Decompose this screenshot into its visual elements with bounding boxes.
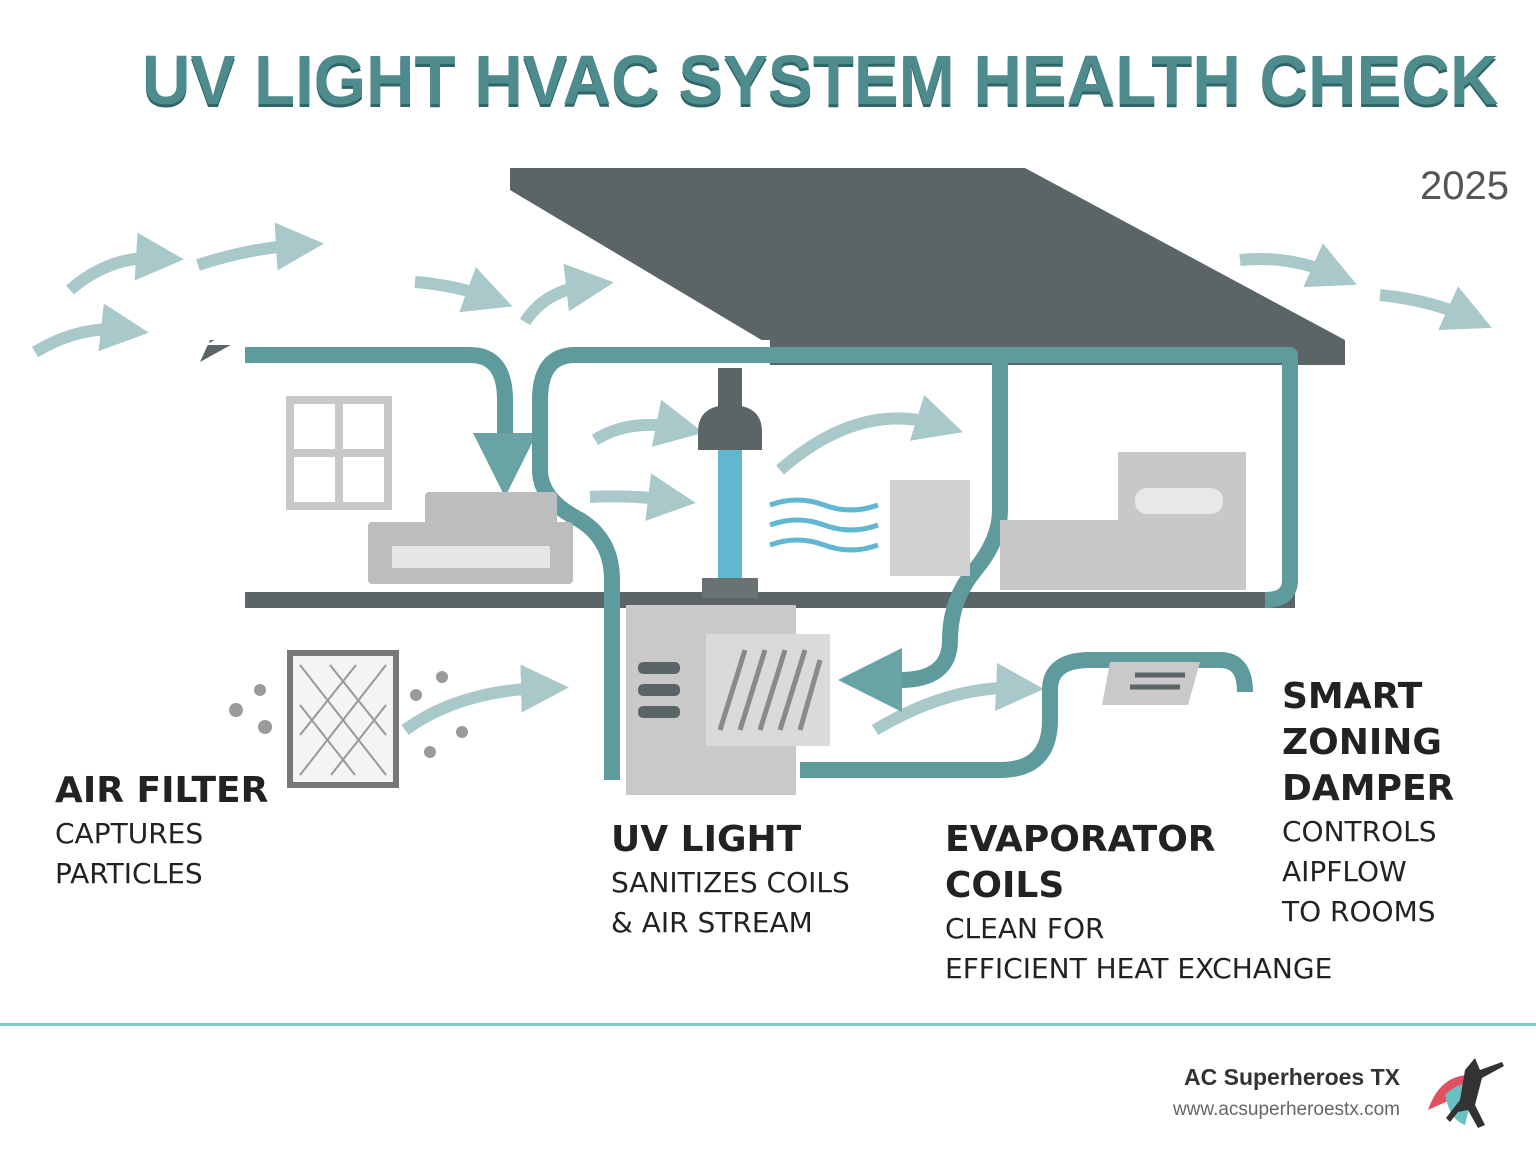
air-filter-text: PARTICLES bbox=[55, 857, 203, 890]
footer-brand: AC Superheroes TX www.acsuperheroestx.co… bbox=[1173, 1064, 1400, 1121]
damper-heading: SMART bbox=[1282, 676, 1423, 717]
air-filter-heading: AIR FILTER bbox=[55, 770, 269, 811]
damper-label: SMART ZONING DAMPER CONTROLS AIPFLOW TO … bbox=[1282, 674, 1454, 932]
damper-text: CONTROLS bbox=[1282, 815, 1437, 848]
damper-heading: DAMPER bbox=[1282, 768, 1455, 809]
damper-vent bbox=[1102, 662, 1200, 705]
air-filter-label: AIR FILTER CAPTURES PARTICLES bbox=[55, 768, 268, 894]
air-filter-icon bbox=[287, 650, 399, 788]
bed bbox=[1000, 452, 1246, 590]
window bbox=[286, 396, 392, 510]
air-filter-text: CAPTURES bbox=[55, 817, 204, 850]
evaporator-heading: EVAPORATOR bbox=[945, 819, 1216, 860]
evaporator-heading: COILS bbox=[945, 865, 1065, 906]
damper-text: AIPFLOW bbox=[1282, 855, 1407, 888]
page-title: UV LIGHT HVAC SYSTEM HEALTH CHECK bbox=[142, 41, 1499, 119]
superhero-logo-icon bbox=[1428, 1058, 1504, 1128]
furnace-unit bbox=[626, 605, 830, 795]
evaporator-text: EFFICIENT HEAT EXCHANGE bbox=[945, 952, 1333, 985]
footer-divider bbox=[0, 1023, 1536, 1026]
year-label: 2025 bbox=[1420, 164, 1509, 208]
airflow-arrows bbox=[31, 222, 1492, 736]
air-handler-box bbox=[890, 480, 970, 576]
uv-light-text: SANITIZES COILS bbox=[611, 866, 850, 899]
uv-light-text: & AIR STREAM bbox=[611, 906, 813, 939]
floor bbox=[245, 592, 1295, 608]
uv-light-heading: UV LIGHT bbox=[611, 819, 802, 860]
brand-url[interactable]: www.acsuperheroestx.com bbox=[1172, 1099, 1400, 1120]
evaporator-text: CLEAN FOR bbox=[945, 912, 1105, 945]
brand-name: AC Superheroes TX bbox=[1184, 1064, 1400, 1090]
coil-waves bbox=[769, 497, 879, 553]
damper-heading: ZONING bbox=[1282, 722, 1442, 763]
particles bbox=[229, 671, 468, 758]
uv-light-label: UV LIGHT SANITIZES COILS & AIR STREAM bbox=[611, 817, 850, 943]
sofa bbox=[368, 492, 573, 584]
damper-text: TO ROOMS bbox=[1282, 895, 1436, 928]
uv-lamp bbox=[698, 368, 762, 598]
evaporator-label: EVAPORATOR COILS CLEAN FOR EFFICIENT HEA… bbox=[945, 817, 1332, 989]
ductwork bbox=[245, 347, 1298, 780]
